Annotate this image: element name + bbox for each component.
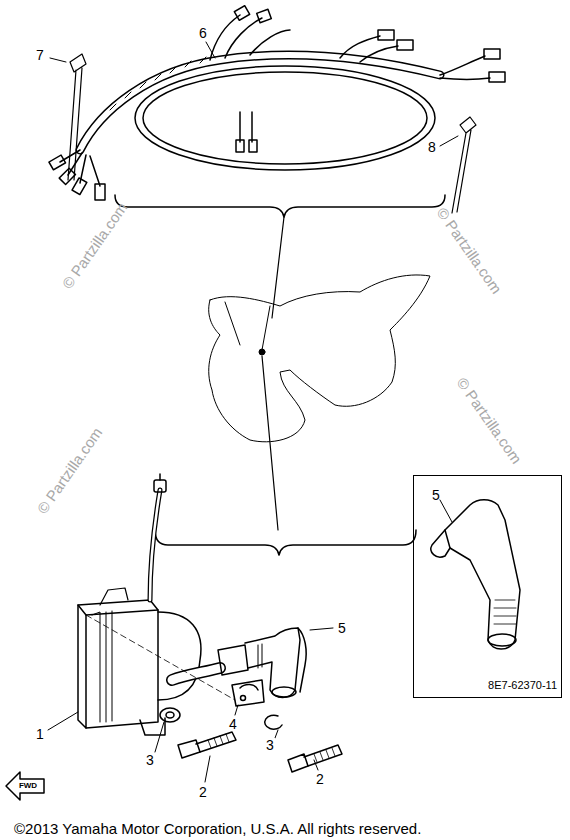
part-number: 8E7-62370-11 [488,680,557,691]
callout-number: 4 [228,717,238,731]
wire-harness [49,6,505,213]
watermark: © Partzilla.com [435,204,505,295]
callout-number: 2 [315,772,325,786]
callout-number: 5 [337,621,347,635]
callout-number: 1 [35,727,45,741]
inset-frame: 5 8E7-62370-11 [413,475,562,698]
watermark: © Partzilla.com [60,199,130,290]
callout-number: 3 [145,753,155,767]
callout-number: 7 [35,48,45,62]
inset-plug-cap [431,500,520,649]
motorcycle-outline [209,275,430,530]
copyright-caption: ©2013 Yamaha Motor Corporation, U.S.A. A… [14,821,421,836]
watermark: © Partzilla.com [35,424,105,515]
watermark: © Partzilla.com [455,374,525,465]
callout-number: 8 [427,140,437,154]
callout-number: 2 [198,785,208,799]
ignition-coil [78,474,235,735]
callout-number: 6 [198,26,208,40]
callout-number: 5 [432,488,440,502]
callout-number: 3 [265,738,275,752]
direction-mark: FWD [19,782,37,790]
